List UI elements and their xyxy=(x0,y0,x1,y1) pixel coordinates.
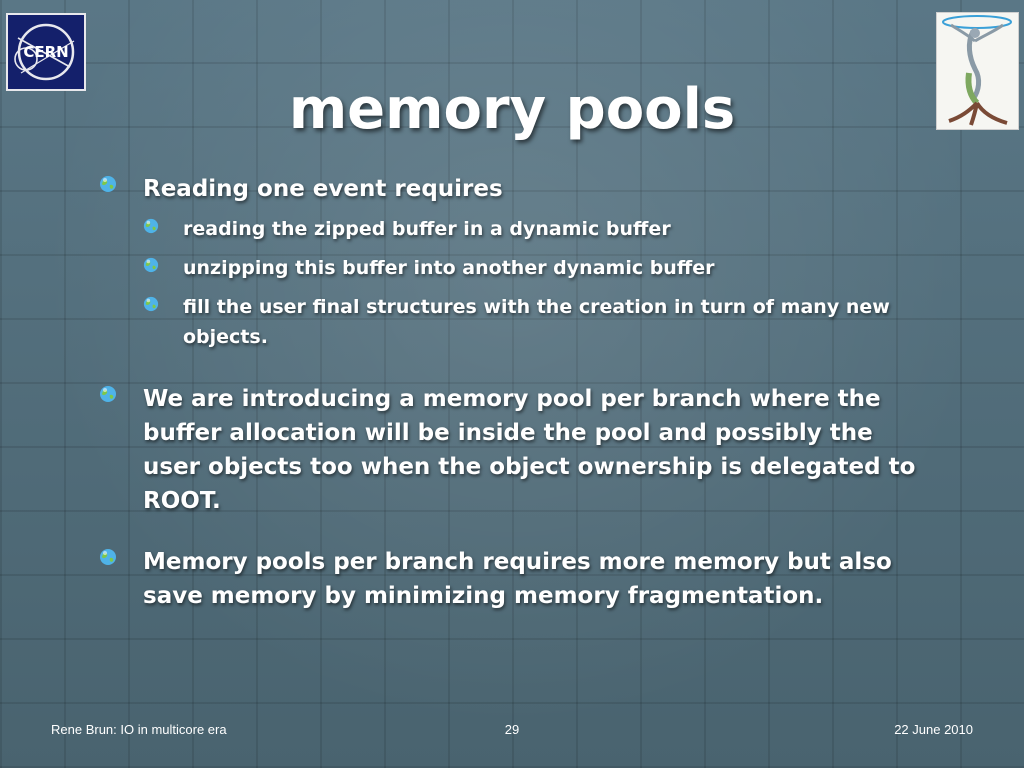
page-number: 29 xyxy=(504,722,520,737)
sub-bullet-item: unzipping this buffer into another dynam… xyxy=(143,253,943,283)
sub-bullet-text: unzipping this buffer into another dynam… xyxy=(183,257,715,279)
globe-bullet-icon xyxy=(143,296,159,312)
bullet-text: Memory pools per branch requires more me… xyxy=(143,549,892,609)
sub-bullet-text: reading the zipped buffer in a dynamic b… xyxy=(183,218,671,240)
globe-bullet-icon xyxy=(100,176,116,192)
footer-date: 22 June 2010 xyxy=(894,722,973,737)
bullet-item: Reading one event requires xyxy=(99,172,939,206)
sub-bullet-text: fill the user final structures with the … xyxy=(183,296,890,348)
sub-bullet-item: reading the zipped buffer in a dynamic b… xyxy=(143,214,943,244)
globe-bullet-icon xyxy=(100,549,116,565)
globe-bullet-icon xyxy=(100,386,116,402)
sub-bullet-item: fill the user final structures with the … xyxy=(143,292,943,352)
cern-logo: CERN xyxy=(6,13,86,91)
cern-logo-text: CERN xyxy=(23,43,68,61)
bullet-item: We are introducing a memory pool per bra… xyxy=(99,382,939,518)
bullet-item: Memory pools per branch requires more me… xyxy=(99,545,939,613)
figure-logo xyxy=(936,12,1019,130)
footer-left: Rene Brun: IO in multicore era xyxy=(51,722,227,737)
slide-title: memory pools xyxy=(288,77,736,142)
globe-bullet-icon xyxy=(143,257,159,273)
bullet-text: Reading one event requires xyxy=(143,176,503,202)
globe-bullet-icon xyxy=(143,218,159,234)
bullet-text: We are introducing a memory pool per bra… xyxy=(143,386,916,514)
